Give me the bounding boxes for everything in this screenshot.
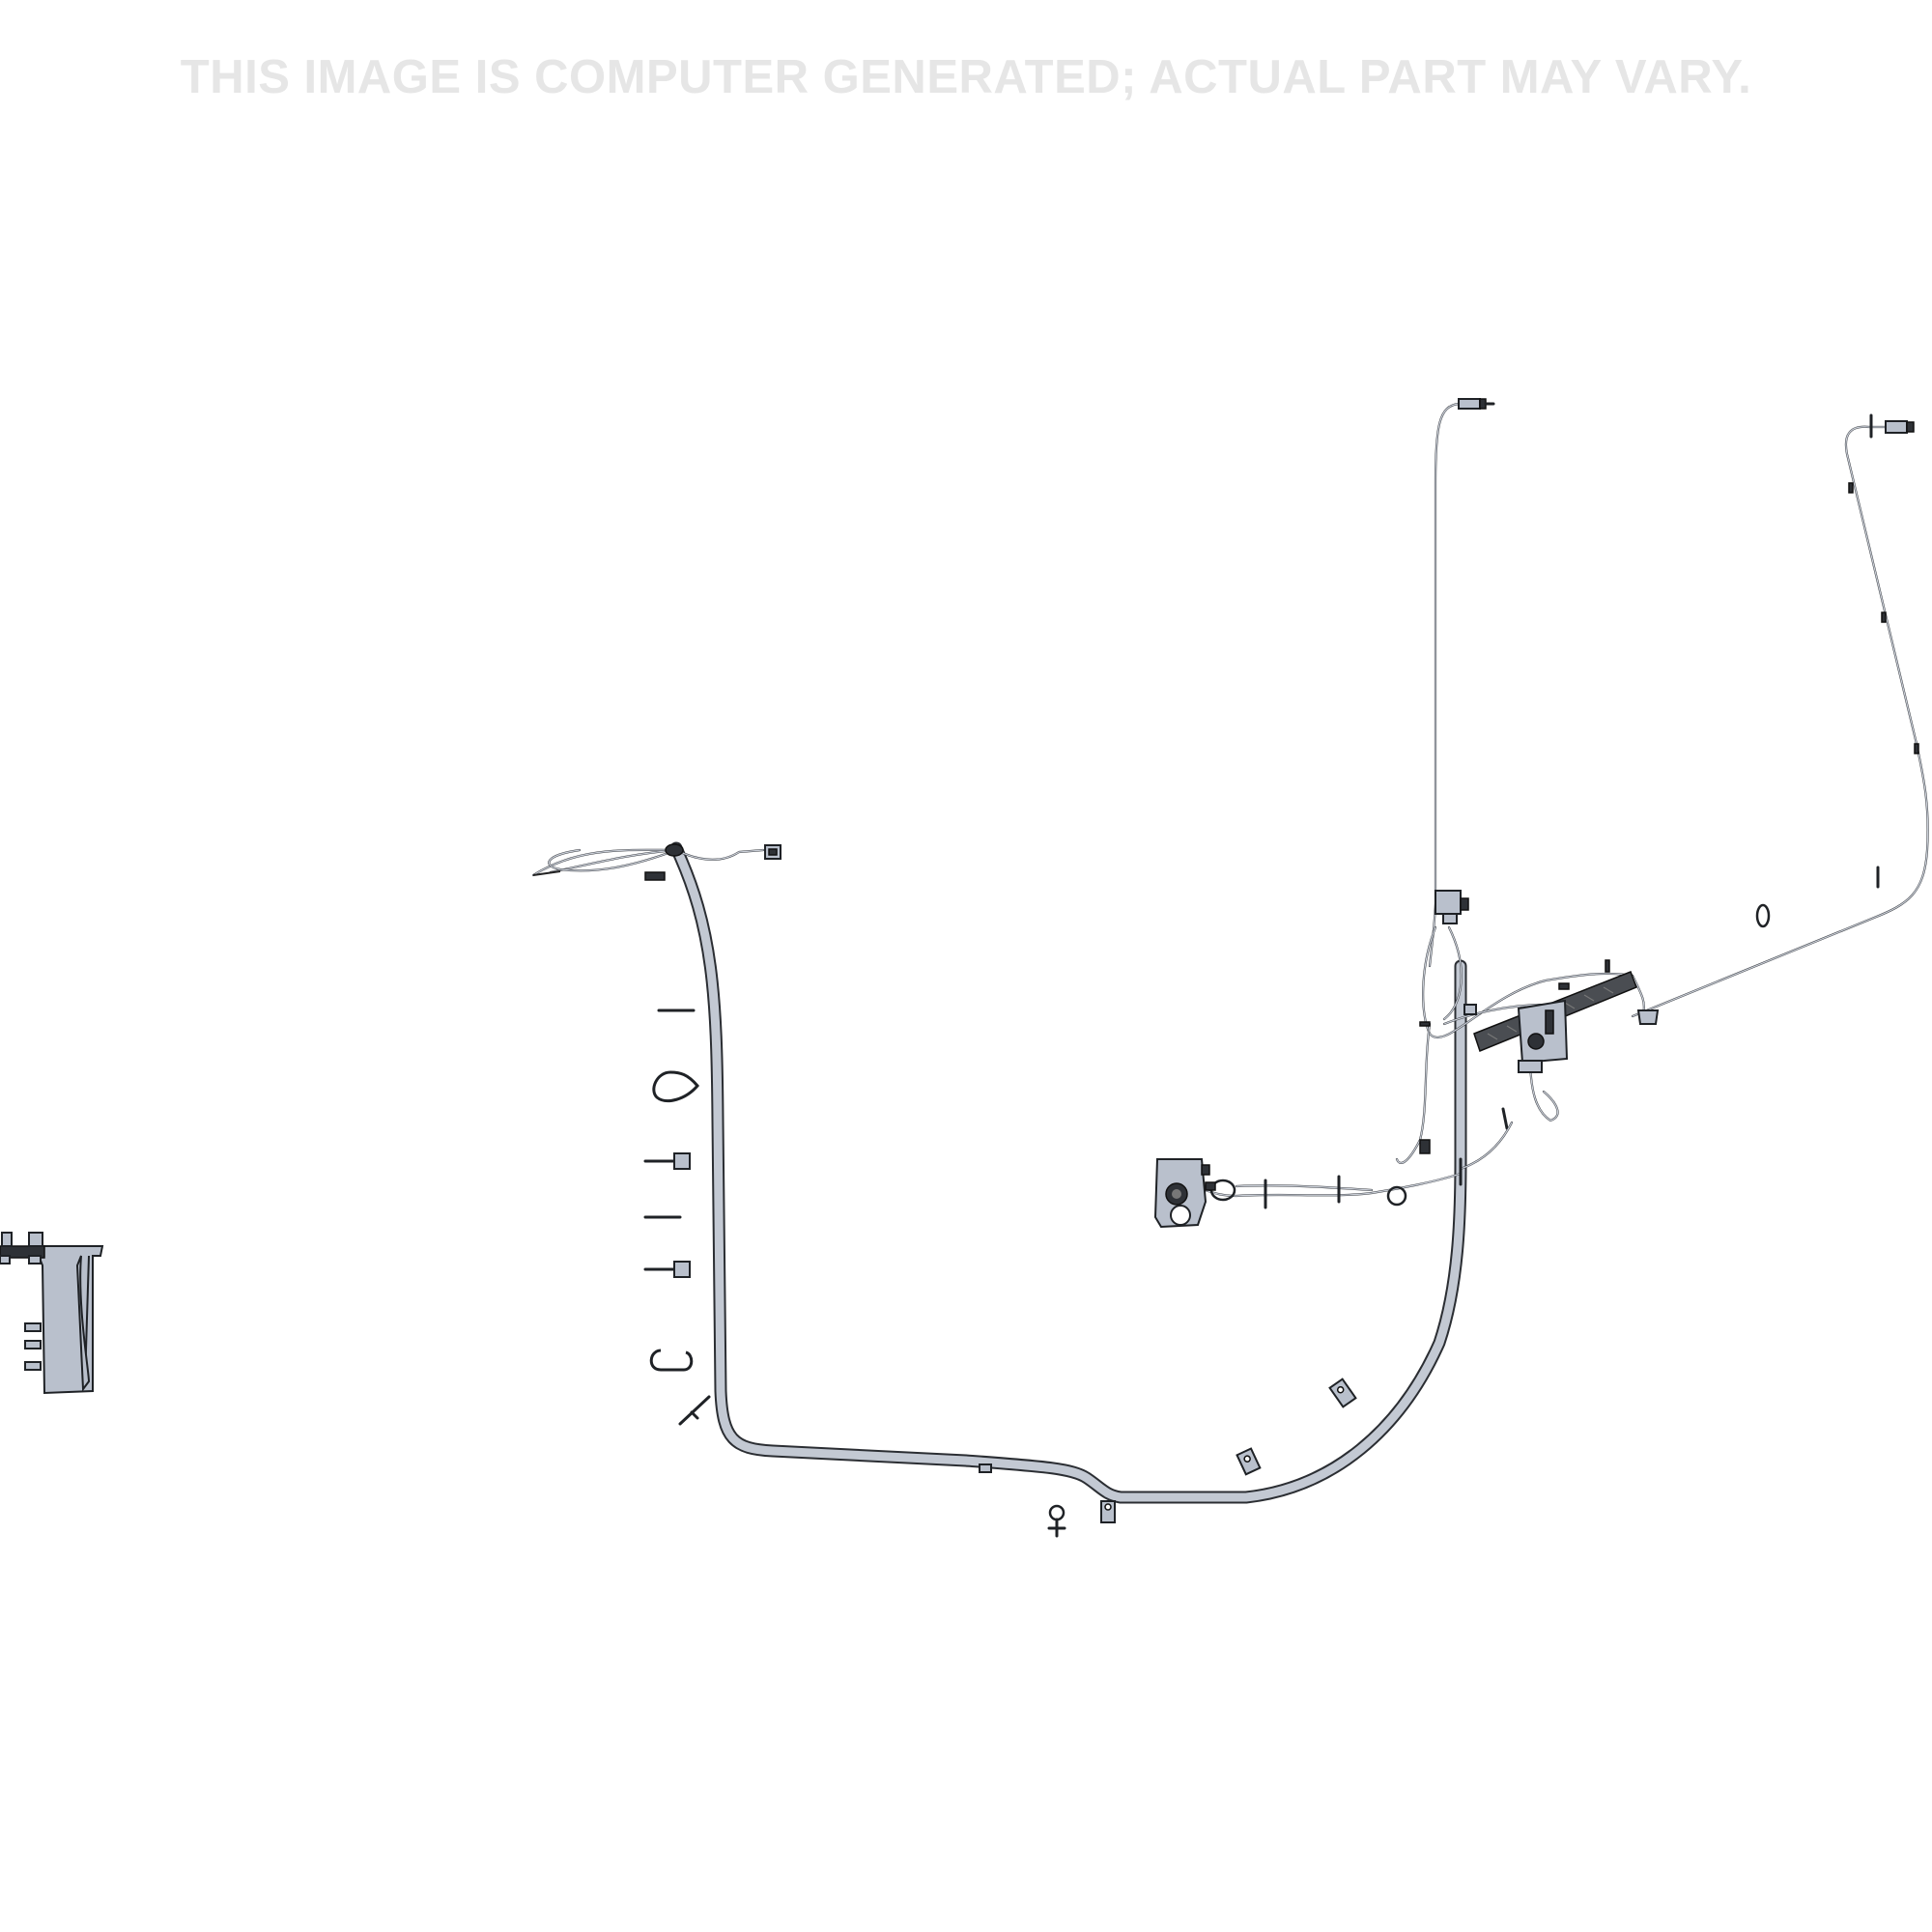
- loop-clamp-icon: [652, 1070, 699, 1102]
- loose-hardware-icon: [643, 1009, 699, 1372]
- harness-clip-icon: [979, 1463, 992, 1473]
- left-bracket-icon: [0, 1232, 104, 1395]
- connector-icon: [644, 871, 666, 881]
- left-branch-icon: [531, 843, 781, 881]
- cable-tie-icon: [678, 1395, 711, 1426]
- upper-right-wire-icon: [1631, 413, 1929, 1018]
- p-clip-icon: [1328, 1378, 1357, 1408]
- junction-block-icon: [1395, 890, 1660, 1165]
- loop-clamp-icon: [649, 1349, 694, 1372]
- bracket-plate-icon: [1517, 999, 1569, 1065]
- plate-branch-icon: [1196, 1121, 1514, 1209]
- main-harness-icon: [669, 841, 1467, 1504]
- p-clip-icon: [1100, 1500, 1116, 1523]
- standoff-icon: [643, 1261, 691, 1278]
- connector-plate-icon: [1153, 1158, 1236, 1229]
- relay-icon: [1435, 890, 1462, 915]
- boot-connector-icon: [1636, 1009, 1660, 1025]
- upper-center-wire-icon: [1428, 398, 1495, 968]
- standoff-icon: [643, 1152, 691, 1170]
- p-clip-icon: [1236, 1447, 1262, 1476]
- watermark-text: THIS IMAGE IS COMPUTER GENERATED; ACTUAL…: [180, 51, 1752, 103]
- ring-terminal-icon: [1047, 1504, 1066, 1538]
